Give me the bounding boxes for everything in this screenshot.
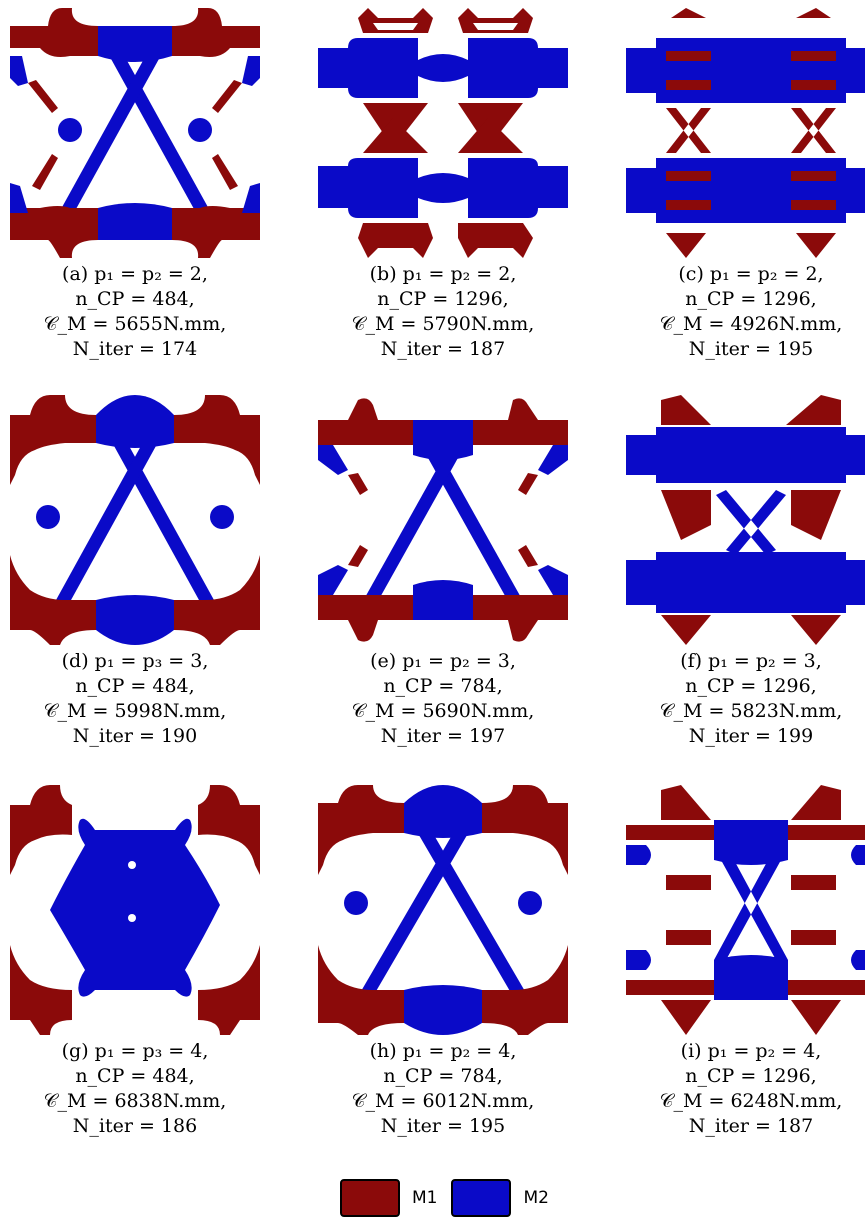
topology-a	[10, 8, 260, 258]
caption-g: (g) p₁ = p₃ = 4, n_CP = 484, 𝒞_M = 6838N…	[10, 1039, 260, 1139]
panel-d: (d) p₁ = p₃ = 3, n_CP = 484, 𝒞_M = 5998N…	[10, 395, 260, 749]
topology-g	[10, 785, 260, 1035]
panel-b: (b) p₁ = p₂ = 2, n_CP = 1296, 𝒞_M = 5790…	[318, 8, 568, 362]
legend-swatch-m1	[340, 1179, 400, 1217]
panel-g: (g) p₁ = p₃ = 4, n_CP = 484, 𝒞_M = 6838N…	[10, 785, 260, 1139]
legend-label-m2: M2	[523, 1188, 548, 1208]
panel-c: (c) p₁ = p₂ = 2, n_CP = 1296, 𝒞_M = 4926…	[626, 8, 865, 362]
caption-d: (d) p₁ = p₃ = 3, n_CP = 484, 𝒞_M = 5998N…	[10, 649, 260, 749]
topology-c	[626, 8, 865, 258]
topology-h	[318, 785, 568, 1035]
caption-b: (b) p₁ = p₂ = 2, n_CP = 1296, 𝒞_M = 5790…	[318, 262, 568, 362]
caption-h: (h) p₁ = p₂ = 4, n_CP = 784, 𝒞_M = 6012N…	[318, 1039, 568, 1139]
panel-i: (i) p₁ = p₂ = 4, n_CP = 1296, 𝒞_M = 6248…	[626, 785, 865, 1139]
legend-label-m1: M1	[412, 1188, 437, 1208]
legend: M1 M2	[340, 1178, 563, 1218]
caption-f: (f) p₁ = p₂ = 3, n_CP = 1296, 𝒞_M = 5823…	[626, 649, 865, 749]
caption-a: (a) p₁ = p₂ = 2, n_CP = 484, 𝒞_M = 5655N…	[10, 262, 260, 362]
topology-b	[318, 8, 568, 258]
topology-e	[318, 395, 568, 645]
legend-swatch-m2	[451, 1179, 511, 1217]
panel-e: (e) p₁ = p₂ = 3, n_CP = 784, 𝒞_M = 5690N…	[318, 395, 568, 749]
panel-f: (f) p₁ = p₂ = 3, n_CP = 1296, 𝒞_M = 5823…	[626, 395, 865, 749]
caption-c: (c) p₁ = p₂ = 2, n_CP = 1296, 𝒞_M = 4926…	[626, 262, 865, 362]
topology-f	[626, 395, 865, 645]
panel-a: (a) p₁ = p₂ = 2, n_CP = 484, 𝒞_M = 5655N…	[10, 8, 260, 362]
caption-i: (i) p₁ = p₂ = 4, n_CP = 1296, 𝒞_M = 6248…	[626, 1039, 865, 1139]
caption-e: (e) p₁ = p₂ = 3, n_CP = 784, 𝒞_M = 5690N…	[318, 649, 568, 749]
panel-h: (h) p₁ = p₂ = 4, n_CP = 784, 𝒞_M = 6012N…	[318, 785, 568, 1139]
topology-d	[10, 395, 260, 645]
topology-i	[626, 785, 865, 1035]
